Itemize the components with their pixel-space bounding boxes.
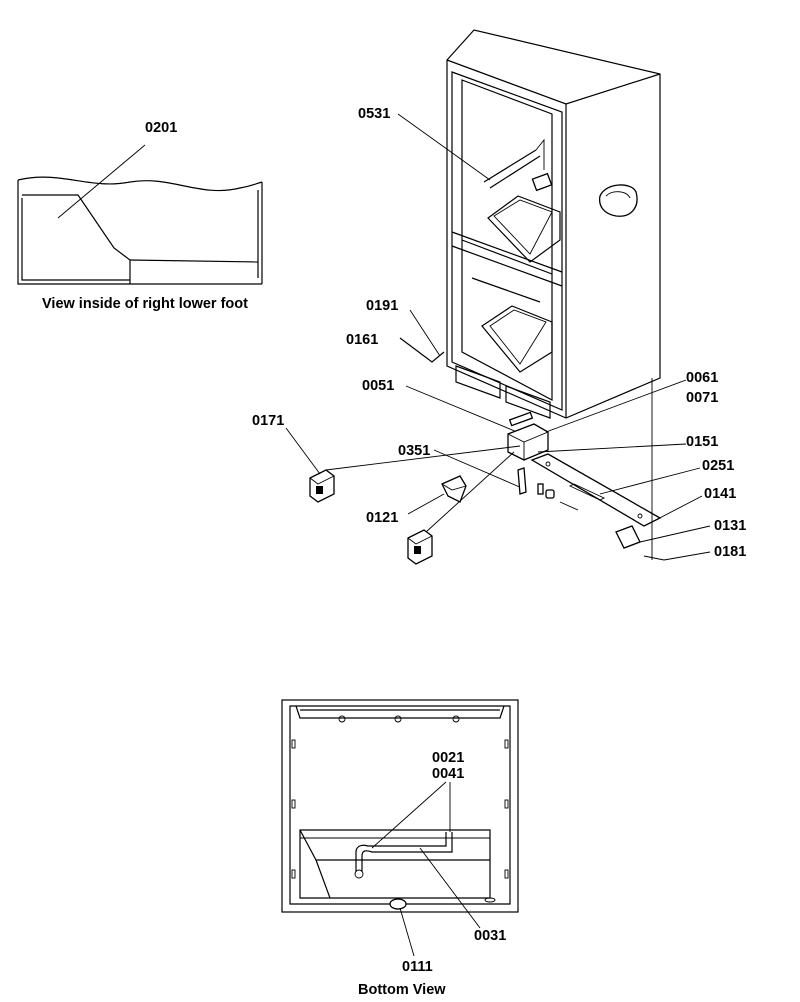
label-0201: 0201 [145, 120, 177, 136]
caption-bottom-view: Bottom View [358, 982, 446, 998]
label-0121: 0121 [366, 510, 398, 526]
label-0061: 0061 [686, 370, 718, 386]
caption-foot-view: View inside of right lower foot [42, 296, 248, 312]
leveling-leg-0171 [309, 469, 335, 503]
label-0251: 0251 [702, 458, 734, 474]
label-0031: 0031 [474, 928, 506, 944]
bracket-0121 [441, 475, 467, 503]
label-0191: 0191 [366, 298, 398, 314]
label-0051: 0051 [362, 378, 394, 394]
label-0531: 0531 [358, 106, 390, 122]
refrigerator-cabinet [446, 29, 661, 419]
label-0071: 0071 [686, 390, 718, 406]
label-0141: 0141 [704, 486, 736, 502]
label-0171: 0171 [252, 413, 284, 429]
label-0351: 0351 [398, 443, 430, 459]
label-0161: 0161 [346, 332, 378, 348]
label-0021: 0021 [432, 750, 464, 766]
foot-inset [17, 144, 263, 285]
label-0111: 0111 [402, 959, 433, 975]
leveling-leg-second [407, 529, 433, 565]
label-0131: 0131 [714, 518, 746, 534]
label-0181: 0181 [714, 544, 746, 560]
bottom-view [281, 699, 519, 913]
label-0151: 0151 [686, 434, 718, 450]
label-0041: 0041 [432, 766, 464, 782]
hinge-assembly [507, 411, 549, 461]
